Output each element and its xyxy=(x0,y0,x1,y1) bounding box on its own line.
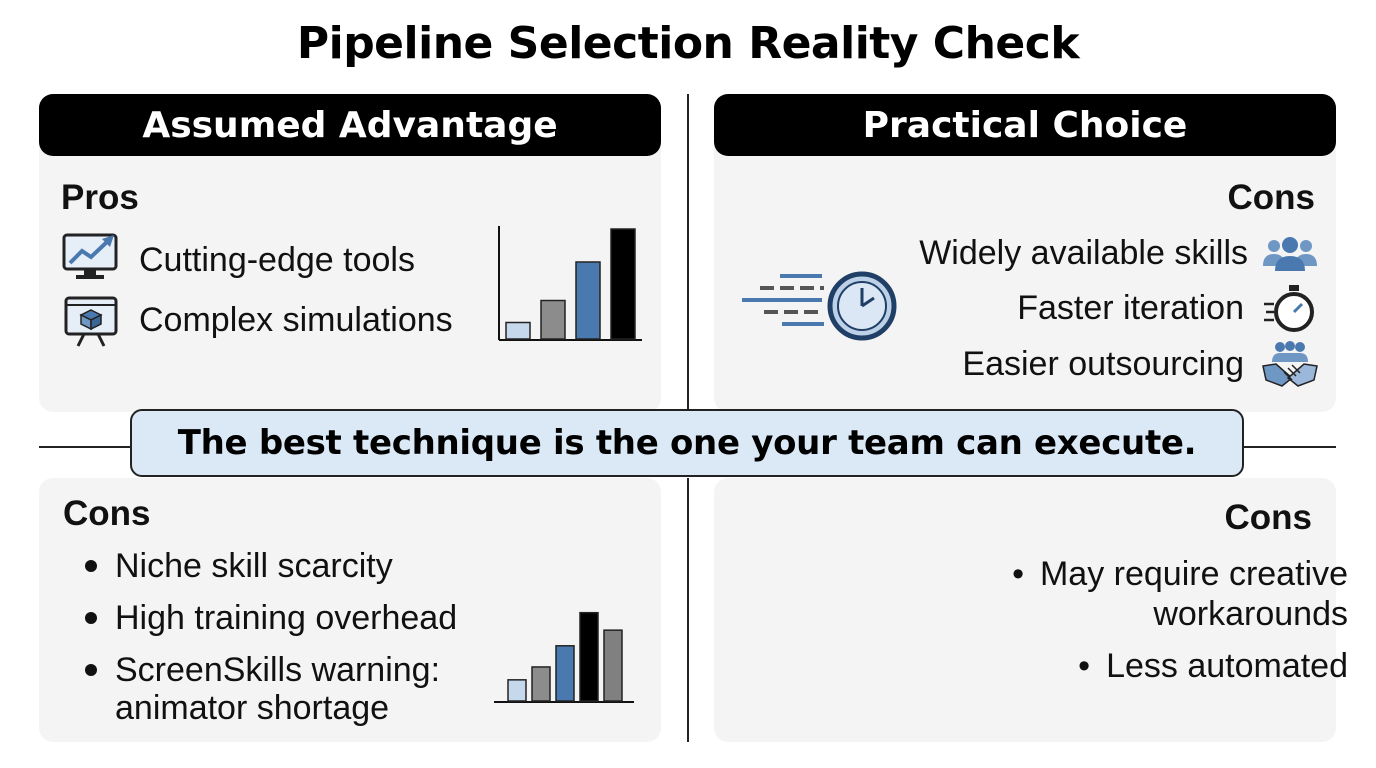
speed-clock-icon xyxy=(742,271,897,341)
horizontal-divider-left xyxy=(39,446,131,448)
simulation-board-icon xyxy=(64,296,118,347)
vertical-divider-bottom xyxy=(687,478,689,742)
practical-cons-list: May require creative workarounds Less au… xyxy=(1012,554,1348,686)
list-item-continuation: workarounds xyxy=(1153,595,1348,633)
bar-3 xyxy=(575,261,601,340)
practical-item-widely-available: Widely available skills xyxy=(919,234,1248,272)
pros-label: Pros xyxy=(61,178,139,217)
horizontal-divider-right xyxy=(1244,446,1336,448)
list-item-continuation: animator shortage xyxy=(115,689,390,727)
monitor-trend-icon xyxy=(62,233,118,279)
practical-item-easier-outsourcing: Easier outsourcing xyxy=(962,345,1244,383)
bar-1 xyxy=(505,321,531,340)
assumed-cons-label: Cons xyxy=(63,494,151,533)
key-message-banner: The best technique is the one your team … xyxy=(130,409,1244,477)
assumed-cons-list: Niche skill scarcity High training overh… xyxy=(81,540,457,728)
panel-practical-cons-bottom xyxy=(714,478,1336,742)
bar-3 xyxy=(555,645,575,702)
cons-bar-chart xyxy=(494,611,634,703)
pros-item-cutting-edge: Cutting-edge tools xyxy=(139,241,415,279)
assumed-advantage-header: Assumed Advantage xyxy=(39,94,661,156)
list-item-text: Less automated xyxy=(1106,647,1348,685)
bar-1 xyxy=(507,679,527,702)
list-item-text: May require creative xyxy=(1039,555,1348,593)
list-item: ScreenSkills warning: xyxy=(81,644,457,696)
bar-2 xyxy=(540,299,566,340)
bar-4 xyxy=(579,611,599,702)
list-item: Niche skill scarcity xyxy=(81,540,457,592)
practical-cons-label: Cons xyxy=(1227,178,1316,217)
practical-choice-header: Practical Choice xyxy=(714,94,1336,156)
practical-item-faster-iteration: Faster iteration xyxy=(1017,289,1244,327)
bar-5 xyxy=(603,629,623,702)
pros-bar-chart xyxy=(498,226,642,341)
pros-item-complex-simulations: Complex simulations xyxy=(139,301,453,339)
bar-2 xyxy=(531,666,551,702)
handshake-icon xyxy=(1262,341,1318,387)
page-title: Pipeline Selection Reality Check xyxy=(296,18,1080,69)
vertical-divider-top xyxy=(687,94,689,410)
list-item: Less automated xyxy=(1012,646,1348,686)
practical-cons-bottom-label: Cons xyxy=(1224,498,1313,537)
list-item: High training overhead xyxy=(81,592,457,644)
team-group-icon xyxy=(1263,237,1317,271)
stopwatch-icon xyxy=(1264,285,1314,332)
bar-4 xyxy=(610,228,636,340)
list-item: May require creative xyxy=(1012,554,1348,594)
